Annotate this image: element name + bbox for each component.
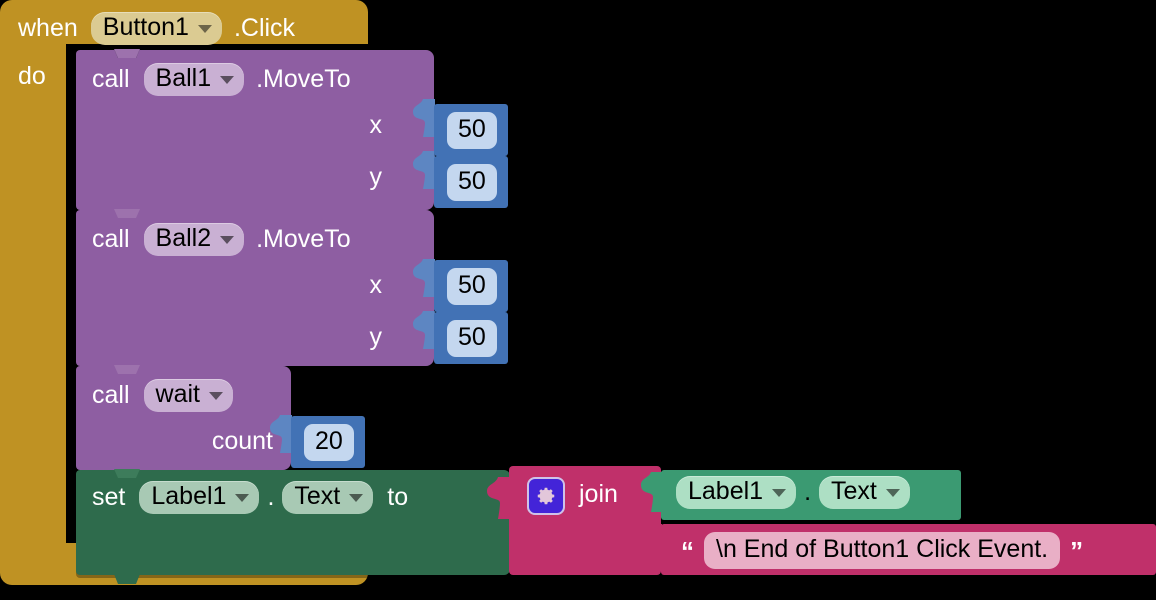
socket-y xyxy=(413,311,435,349)
close-quote-glyph: ” xyxy=(1070,535,1084,566)
socket-y xyxy=(413,151,435,189)
do-label: do xyxy=(18,62,46,90)
number-block-ball1-y[interactable]: 50 xyxy=(434,156,508,208)
chevron-down-icon xyxy=(349,493,364,502)
arg-label-y: y xyxy=(369,323,383,351)
call-component-dropdown[interactable]: Ball1 xyxy=(143,63,245,96)
text-block-end-of-click-event[interactable]: “ \n End of Button1 Click Event. ” xyxy=(661,524,1156,575)
socket-x xyxy=(413,99,435,137)
open-quote-glyph: “ xyxy=(681,535,694,566)
arg-label-x: x xyxy=(369,271,383,299)
event-header-row: when Button1 .Click xyxy=(18,12,295,45)
event-name-label: .Click xyxy=(233,14,296,42)
getter-dot-separator: . xyxy=(804,478,812,506)
number-value[interactable]: 50 xyxy=(447,112,497,149)
arg-label-x: x xyxy=(369,111,383,139)
number-value[interactable]: 50 xyxy=(447,320,497,357)
text-row: “ \n End of Button1 Click Event. ” xyxy=(681,532,1083,569)
statement-notch xyxy=(114,469,140,478)
set-component-label: Label1 xyxy=(151,482,227,510)
call-row-wait: call wait xyxy=(92,379,233,412)
arg-label-count: count xyxy=(211,427,273,455)
call-component-label: Ball2 xyxy=(155,224,212,252)
call-row-ball1: call Ball1 .MoveTo xyxy=(92,63,351,96)
call-label: call xyxy=(92,225,130,253)
number-block-ball1-x[interactable]: 50 xyxy=(434,104,508,156)
number-block-ball2-x[interactable]: 50 xyxy=(434,260,508,312)
getter-property-label: Text xyxy=(831,477,877,505)
next-statement-notch xyxy=(114,574,140,584)
event-component-dropdown[interactable]: Button1 xyxy=(90,12,222,45)
join-label: join xyxy=(579,480,618,508)
socket-value xyxy=(487,477,511,519)
chevron-down-icon xyxy=(772,488,787,497)
text-value-field[interactable]: \n End of Button1 Click Event. xyxy=(704,532,1061,569)
call-block-wait[interactable]: call wait count xyxy=(76,365,292,470)
set-dot-separator: . xyxy=(267,483,275,511)
chevron-down-icon xyxy=(220,235,235,244)
set-property-dropdown[interactable]: Text xyxy=(282,481,374,514)
set-component-dropdown[interactable]: Label1 xyxy=(139,481,260,514)
gear-icon[interactable] xyxy=(527,477,565,515)
statement-notch xyxy=(114,209,140,218)
statement-notch xyxy=(106,47,156,58)
getter-block-label1-text[interactable]: Label1 . Text xyxy=(661,470,961,520)
call-label: call xyxy=(92,381,130,409)
call-block-ball1-moveto[interactable]: call Ball1 .MoveTo x y xyxy=(76,47,435,210)
call-component-label: Ball1 xyxy=(155,64,212,92)
set-label: set xyxy=(92,483,126,511)
number-block-ball2-y[interactable]: 50 xyxy=(434,312,508,364)
call-procedure-dropdown[interactable]: wait xyxy=(143,379,233,412)
to-label: to xyxy=(387,483,409,511)
call-procedure-label: wait xyxy=(155,380,200,408)
socket-count xyxy=(270,415,292,453)
statement-notch xyxy=(114,365,140,374)
number-block-wait-count[interactable]: 20 xyxy=(291,416,365,468)
call-row-ball2: call Ball2 .MoveTo xyxy=(92,223,351,256)
set-block-label1-text[interactable]: set Label1 . Text to xyxy=(76,469,511,584)
event-component-label: Button1 xyxy=(102,13,189,41)
call-label: call xyxy=(92,65,130,93)
when-label: when xyxy=(18,14,78,42)
join-socket-1 xyxy=(641,472,662,512)
socket-x xyxy=(413,259,435,297)
join-block[interactable]: join xyxy=(509,466,662,575)
chevron-down-icon xyxy=(208,391,223,400)
getter-component-dropdown[interactable]: Label1 xyxy=(676,476,797,509)
call-component-dropdown[interactable]: Ball2 xyxy=(143,223,245,256)
join-socket-2 xyxy=(641,524,662,570)
arg-label-y: y xyxy=(369,163,383,191)
number-value[interactable]: 50 xyxy=(447,164,497,201)
number-value[interactable]: 20 xyxy=(304,424,354,461)
chevron-down-icon xyxy=(885,488,900,497)
getter-property-dropdown[interactable]: Text xyxy=(819,476,910,509)
call-method-label: .MoveTo xyxy=(256,65,351,93)
number-value[interactable]: 50 xyxy=(447,268,497,305)
chevron-down-icon xyxy=(220,75,235,84)
chevron-down-icon xyxy=(197,24,212,33)
getter-row: Label1 . Text xyxy=(676,476,910,509)
chevron-down-icon xyxy=(235,493,250,502)
getter-component-label: Label1 xyxy=(688,477,764,505)
set-row: set Label1 . Text to xyxy=(92,481,408,514)
call-method-label: .MoveTo xyxy=(256,225,351,253)
call-block-ball2-moveto[interactable]: call Ball2 .MoveTo x y xyxy=(76,209,435,366)
set-property-label: Text xyxy=(294,482,341,510)
